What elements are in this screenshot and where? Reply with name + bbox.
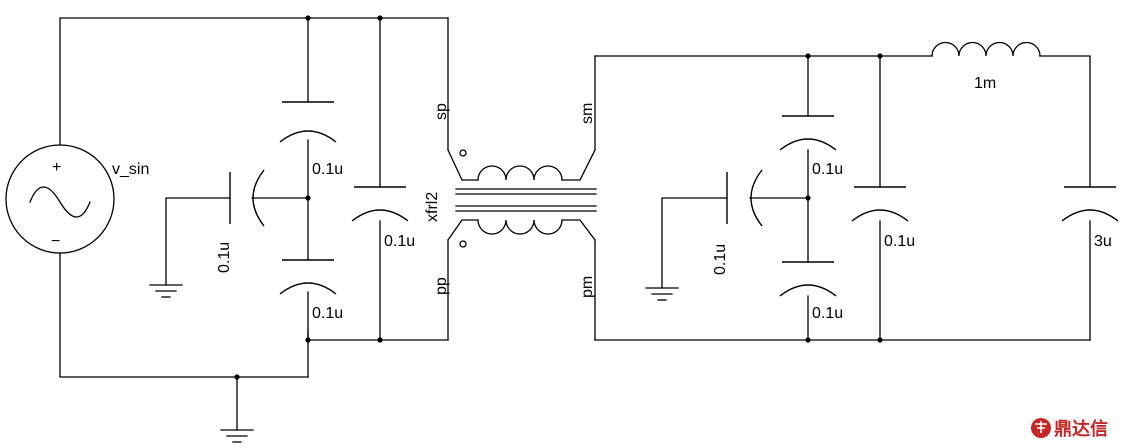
cap-left-top-label: 0.1u [312,161,343,178]
transformer-name-label: xfrl2 [424,192,441,222]
cap-load-label: 3u [1094,233,1112,250]
cap-left-horizontal [229,169,265,227]
junction-dots [234,15,883,380]
pin-pm-label: pm [579,276,596,298]
source-minus-label: − [51,233,60,250]
pin-sp-label: sp [433,103,450,120]
sine-voltage-source [5,144,115,254]
source-label: v_sin [112,161,149,178]
ground-icon-main [220,429,254,443]
polarity-dot-secondary [459,240,467,248]
cap-left-bottom [279,259,337,295]
cap-right-bus-label: 0.1u [884,233,915,250]
ground-icon-left [149,284,183,298]
cap-right-horizontal-label: 0.1u [712,244,729,275]
watermark-logo: 鼎达信 [1031,418,1108,440]
cap-left-horizontal-label: 0.1u [216,242,233,273]
inductor-1m [931,41,1041,57]
watermark-text: 鼎达信 [1054,418,1108,440]
cap-right-horizontal [726,169,763,227]
cap-right-bottom-label: 0.1u [812,305,843,322]
transformer-xfrl2 [447,149,597,248]
cap-right-bus [851,186,909,222]
left-wires [59,17,449,431]
source-plus-label: + [52,159,61,176]
polarity-dot-primary [459,149,467,157]
cap-left-bottom-label: 0.1u [312,305,343,322]
ground-icon-right [645,287,679,301]
pin-pp-label: pp [433,277,450,295]
cap-right-top [779,115,837,151]
cap-left-bus [351,186,409,222]
cap-right-bottom [779,261,837,297]
cap-right-top-label: 0.1u [812,161,843,178]
right-wires [594,55,1091,341]
cap-left-bus-label: 0.1u [384,233,415,250]
cap-left-top [279,101,337,143]
inductor-label: 1m [974,75,996,92]
pin-sm-label: sm [579,103,596,124]
cap-load [1061,186,1119,222]
